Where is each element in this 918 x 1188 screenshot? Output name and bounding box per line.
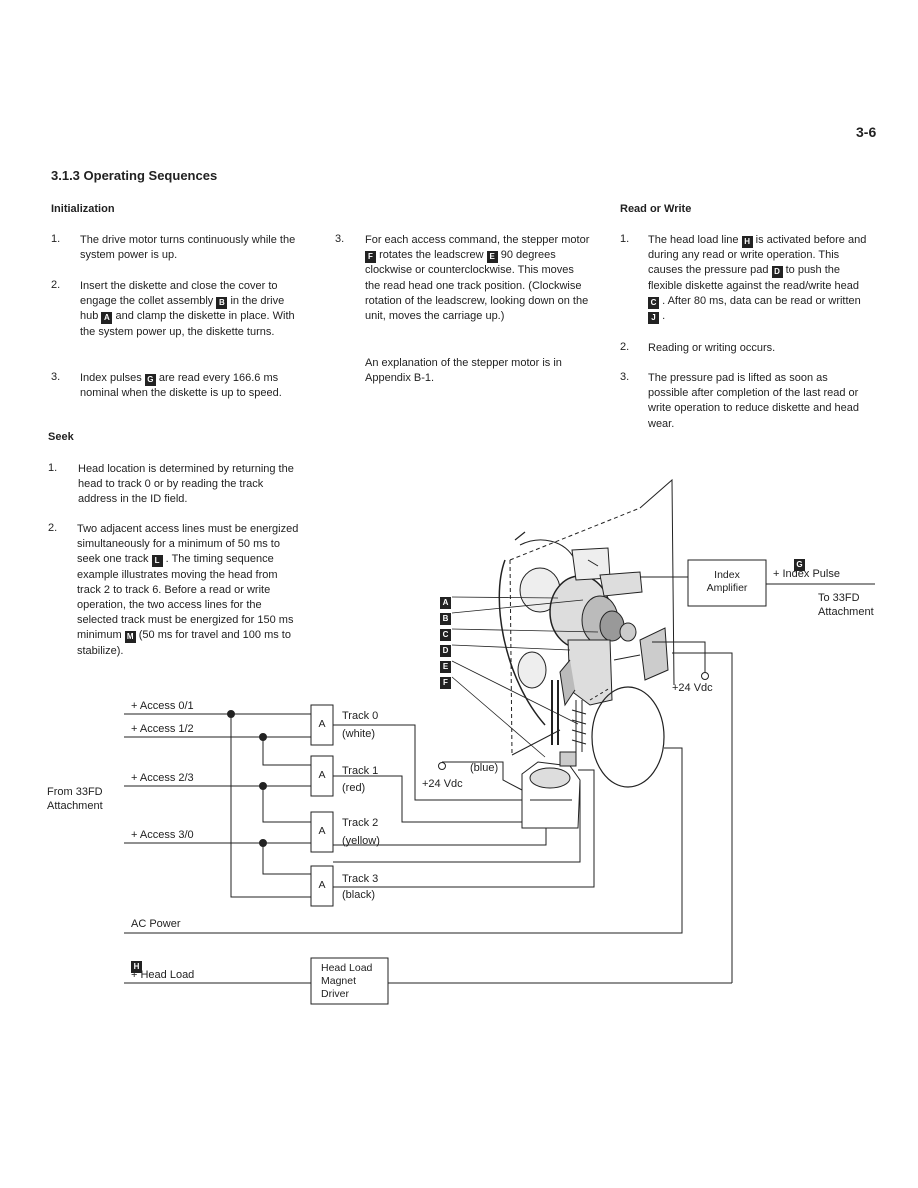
rw-item-3-num: 3. — [620, 371, 630, 383]
from-33fd-label: From 33FD Attachment — [47, 786, 103, 812]
init-item-1-num: 1. — [51, 233, 61, 245]
key-m: M — [124, 631, 136, 644]
init-item-2-text: Insert the diskette and close the cover … — [80, 280, 295, 338]
callout-leaders — [451, 596, 599, 758]
key-e: E — [486, 251, 498, 264]
rw-item-2-num: 2. — [620, 341, 630, 353]
section-title: 3.1.3 Operating Sequences — [51, 168, 218, 183]
track-2-label: Track 2 — [342, 817, 379, 829]
callout-d: D — [440, 639, 451, 657]
index-sensor — [571, 547, 643, 597]
init-item-1-text: The drive motor turns continuously while… — [80, 234, 296, 262]
index-pulse-label: + Index Pulse — [773, 568, 840, 580]
diagram-key-g: G — [794, 553, 805, 571]
drive-belt — [498, 531, 576, 726]
initialization-heading: Initialization — [51, 203, 115, 215]
diskette — [591, 686, 665, 788]
key-g: G — [144, 374, 156, 386]
seek-heading: Seek — [48, 431, 74, 443]
vdc-top-label: +24 Vdc — [672, 682, 713, 694]
init-item-3-num: 3. — [51, 371, 61, 383]
track-0-color: (white) — [342, 728, 376, 740]
col2-item-3-num: 3. — [335, 233, 345, 245]
seek-item-2-text: Two adjacent access lines must be energi… — [77, 523, 299, 657]
amp-3-label: A — [318, 879, 326, 891]
key-b: B — [216, 297, 228, 310]
callout-a: A — [440, 591, 451, 609]
rw-item-1-num: 1. — [620, 233, 630, 245]
callout-c: C — [440, 623, 451, 641]
head-load-driver-label: Head Load Magnet Driver — [321, 962, 373, 1000]
key-c: C — [648, 296, 659, 309]
access-0-1-label: + Access 0/1 — [131, 700, 194, 712]
rw-item-3-text: The pressure pad is lifted as soon as po… — [648, 372, 859, 430]
page-number: 3-6 — [856, 124, 877, 140]
track-3-label: Track 3 — [342, 873, 379, 885]
track-0-label: Track 0 — [342, 710, 379, 722]
amp-1-label: A — [318, 769, 326, 781]
seek-item-1-num: 1. — [48, 462, 58, 474]
seek-item-1-text: Head location is determined by returning… — [78, 463, 294, 506]
index-wiring — [640, 559, 875, 983]
key-a: A — [101, 312, 113, 325]
ac-power-label: AC Power — [131, 918, 181, 930]
diagram-key-h: H — [131, 955, 142, 973]
key-d: D — [771, 266, 783, 279]
amp-0-label: A — [318, 718, 326, 730]
callout-b: B — [440, 607, 451, 625]
access-2-3-label: + Access 2/3 — [131, 772, 194, 784]
stepper-motor — [521, 751, 581, 829]
track-3-color: (black) — [342, 889, 376, 901]
track-1-label: Track 1 — [342, 765, 379, 777]
seek-item-2-num: 2. — [48, 522, 58, 534]
key-j: J — [648, 312, 659, 325]
rw-item-1-text: The head load line H is activated before… — [648, 234, 867, 325]
key-h: H — [741, 236, 753, 248]
init-item-3-text: Index pulses G are read every 166.6 ms n… — [80, 372, 282, 400]
rw-item-2-text: Reading or writing occurs. — [648, 342, 776, 354]
callout-e: E — [440, 655, 451, 673]
leadscrew — [571, 700, 587, 752]
init-item-2-num: 2. — [51, 279, 61, 291]
head-load-label: + Head Load — [131, 969, 195, 981]
amp-2-label: A — [318, 825, 326, 837]
access-1-2-label: + Access 1/2 — [131, 723, 194, 735]
blue-wire-label: (blue) — [470, 762, 499, 774]
read-write-heading: Read or Write — [620, 203, 692, 215]
key-f: F — [365, 251, 376, 264]
to-33fd-label: To 33FD Attachment — [818, 592, 874, 618]
head-carriage — [517, 639, 613, 745]
col2-item-3-text: For each access command, the stepper mot… — [365, 234, 590, 323]
vdc-mid-label: +24 Vdc — [422, 778, 463, 790]
access-wiring — [124, 704, 732, 1005]
index-amplifier-label: Index Amplifier — [706, 569, 748, 594]
access-3-0-label: + Access 3/0 — [131, 829, 194, 841]
track-1-color: (red) — [342, 782, 366, 794]
head-load-magnet — [613, 627, 669, 681]
track-2-color: (yellow) — [342, 835, 380, 847]
key-l: L — [151, 555, 163, 568]
stepper-note: An explanation of the stepper motor is i… — [365, 357, 562, 385]
callout-f: F — [440, 671, 451, 689]
